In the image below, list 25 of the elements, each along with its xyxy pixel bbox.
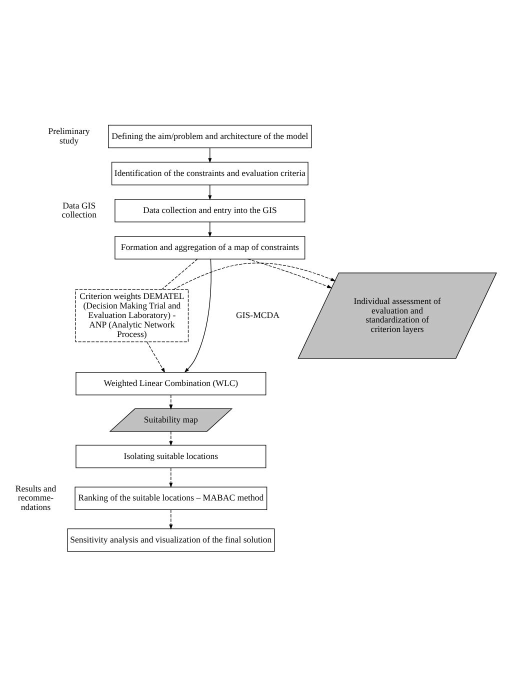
arrow [173, 262, 336, 290]
arrow [169, 510, 173, 530]
node-box: Ranking of the suitable locations – MABAC method [74, 486, 268, 510]
node-box: Sensitivity analysis and visualization of the final solution [67, 528, 275, 552]
node-box: Formation and aggregation of a map of constraints [114, 236, 306, 260]
label: Data GIS collection [62, 200, 96, 220]
arrow [208, 184, 212, 200]
arrow [146, 342, 166, 373]
arrow [169, 468, 173, 488]
node-box: Identification of the constraints and evaluation criteria [112, 162, 308, 186]
connector [161, 258, 198, 290]
node-box: Weighted Linear Combination (WLC) [76, 372, 266, 396]
node-box: Defining the aim/problem and architecture of the model [108, 124, 312, 148]
node-box: Criterion weights DEMATEL (Decision Making Trial and Evaluation Laboratory) - ANP (Analytic Network Process) [75, 289, 189, 342]
arrow [247, 258, 332, 288]
arrow [208, 148, 212, 164]
arrow [208, 222, 212, 238]
label: Preliminary study [48, 126, 90, 146]
arrow [169, 431, 173, 446]
label: Results and recomme- ndations [15, 483, 56, 512]
arrow [184, 258, 212, 373]
label: GIS-MCDA [236, 310, 280, 320]
node-box: Data collection and entry into the GIS [114, 199, 306, 222]
node-box: Isolating suitable locations [76, 444, 266, 468]
arrow [169, 394, 173, 410]
